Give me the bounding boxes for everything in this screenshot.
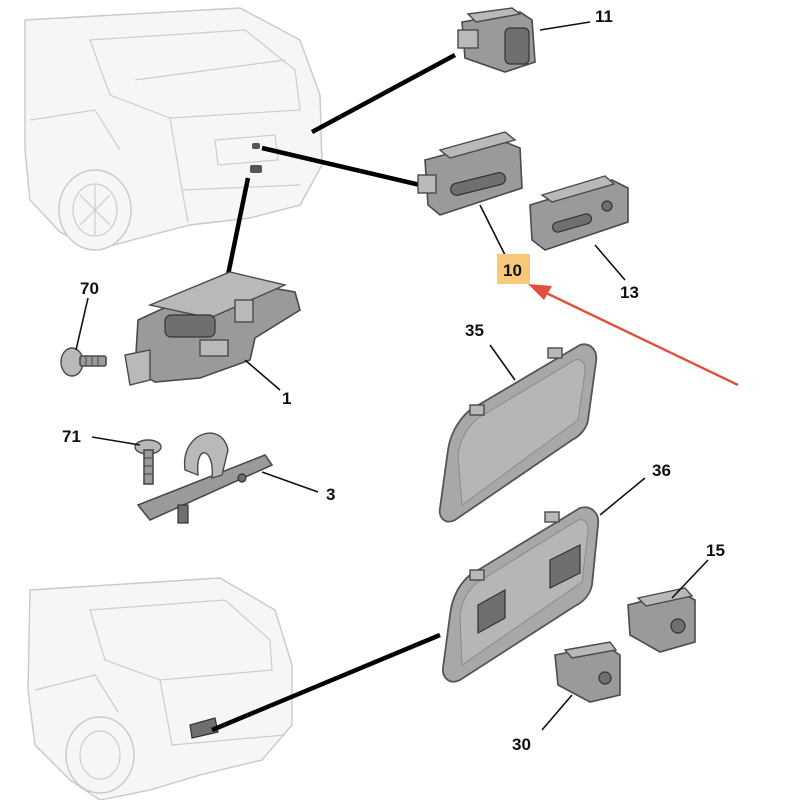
trunk-socket-location bbox=[189, 717, 219, 739]
callout-3: 3 bbox=[326, 485, 335, 504]
callout-10: 10 bbox=[503, 261, 522, 280]
part-36-switch-bezel bbox=[442, 506, 600, 683]
callout-70: 70 bbox=[80, 279, 99, 298]
callout-13: 13 bbox=[620, 283, 639, 302]
callout-35: 35 bbox=[465, 321, 484, 340]
callout-labels: 11 10 13 70 1 71 3 35 36 15 30 bbox=[62, 7, 725, 754]
part-10-tailgate-switch bbox=[417, 131, 523, 216]
part-3-striker bbox=[136, 432, 274, 524]
highlight-arrow bbox=[528, 284, 739, 387]
tailgate-lock-location bbox=[250, 165, 262, 173]
callout-11: 11 bbox=[595, 7, 613, 26]
tailgate-switch-location bbox=[252, 143, 260, 149]
part-70-screw bbox=[60, 347, 107, 377]
vehicle-rear-view-bottom bbox=[27, 577, 293, 800]
connector-lines bbox=[211, 53, 457, 733]
callout-15: 15 bbox=[706, 541, 725, 560]
part-1-tailgate-lock bbox=[124, 271, 301, 386]
callout-36: 36 bbox=[652, 461, 671, 480]
vehicle-rear-view-top bbox=[24, 7, 323, 251]
part-11-switch bbox=[457, 7, 536, 73]
part-71-bolt bbox=[134, 439, 162, 485]
callout-71: 71 bbox=[62, 427, 81, 446]
leader-lines bbox=[75, 21, 709, 731]
part-35-blank-panel bbox=[438, 343, 598, 523]
part-13-switch bbox=[529, 175, 629, 251]
callout-1: 1 bbox=[282, 389, 291, 408]
callout-30: 30 bbox=[512, 735, 531, 754]
part-30-socket-switch bbox=[554, 641, 621, 703]
callout-10-highlight bbox=[497, 254, 530, 284]
part-15-socket-switch bbox=[627, 587, 696, 653]
